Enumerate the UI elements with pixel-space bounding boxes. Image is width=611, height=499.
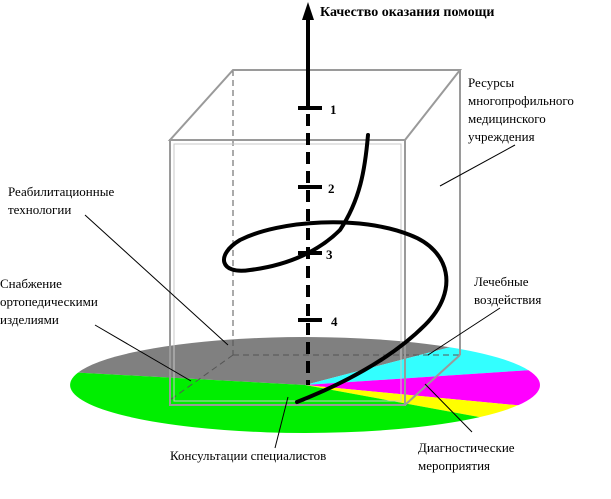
svg-text:медицинского: медицинского bbox=[468, 111, 546, 126]
svg-text:Диагностические: Диагностические bbox=[418, 440, 515, 455]
svg-text:технологии: технологии bbox=[8, 202, 71, 217]
svg-text:Реабилитационные: Реабилитационные bbox=[8, 184, 114, 199]
axis-title: Качество оказания помощи bbox=[320, 5, 494, 20]
svg-text:воздействия: воздействия bbox=[474, 292, 541, 307]
leader-lines bbox=[84, 144, 516, 449]
svg-text:учреждения: учреждения bbox=[468, 129, 535, 144]
svg-text:ортопедическими: ортопедическими bbox=[0, 294, 98, 309]
label-rehab: Реабилитационные технологии bbox=[8, 184, 114, 217]
svg-text:Снабжение: Снабжение bbox=[0, 276, 62, 291]
quality-spiral bbox=[222, 133, 449, 404]
sector-orthopedic bbox=[70, 372, 480, 433]
level-label-1: 1 bbox=[330, 102, 337, 117]
level-label-3: 3 bbox=[326, 247, 333, 262]
sector-treatment bbox=[305, 347, 529, 385]
axis-arrow-icon bbox=[302, 2, 314, 20]
label-consult: Консультации специалистов bbox=[170, 448, 326, 463]
svg-text:Ресурсы: Ресурсы bbox=[468, 75, 515, 90]
svg-text:Лечебные: Лечебные bbox=[474, 274, 529, 289]
label-resources: Ресурсы многопрофильного медицинского уч… bbox=[468, 75, 574, 144]
label-treatment: Лечебные воздействия bbox=[474, 274, 541, 307]
sector-consult bbox=[305, 385, 518, 418]
quality-axis: 1 2 3 4 bbox=[298, 2, 338, 385]
svg-text:изделиями: изделиями bbox=[0, 312, 59, 327]
label-diagnostic: Диагностические мероприятия bbox=[418, 440, 515, 473]
svg-text:многопрофильного: многопрофильного bbox=[468, 93, 574, 108]
label-orthopedic: Снабжение ортопедическими изделиями bbox=[0, 276, 98, 327]
svg-text:Консультации специалистов: Консультации специалистов bbox=[170, 448, 326, 463]
cube-resources bbox=[167, 69, 463, 406]
level-label-2: 2 bbox=[328, 181, 335, 196]
cube-hidden-edges bbox=[169, 70, 460, 401]
svg-text:мероприятия: мероприятия bbox=[418, 458, 490, 473]
level-label-4: 4 bbox=[331, 314, 338, 329]
